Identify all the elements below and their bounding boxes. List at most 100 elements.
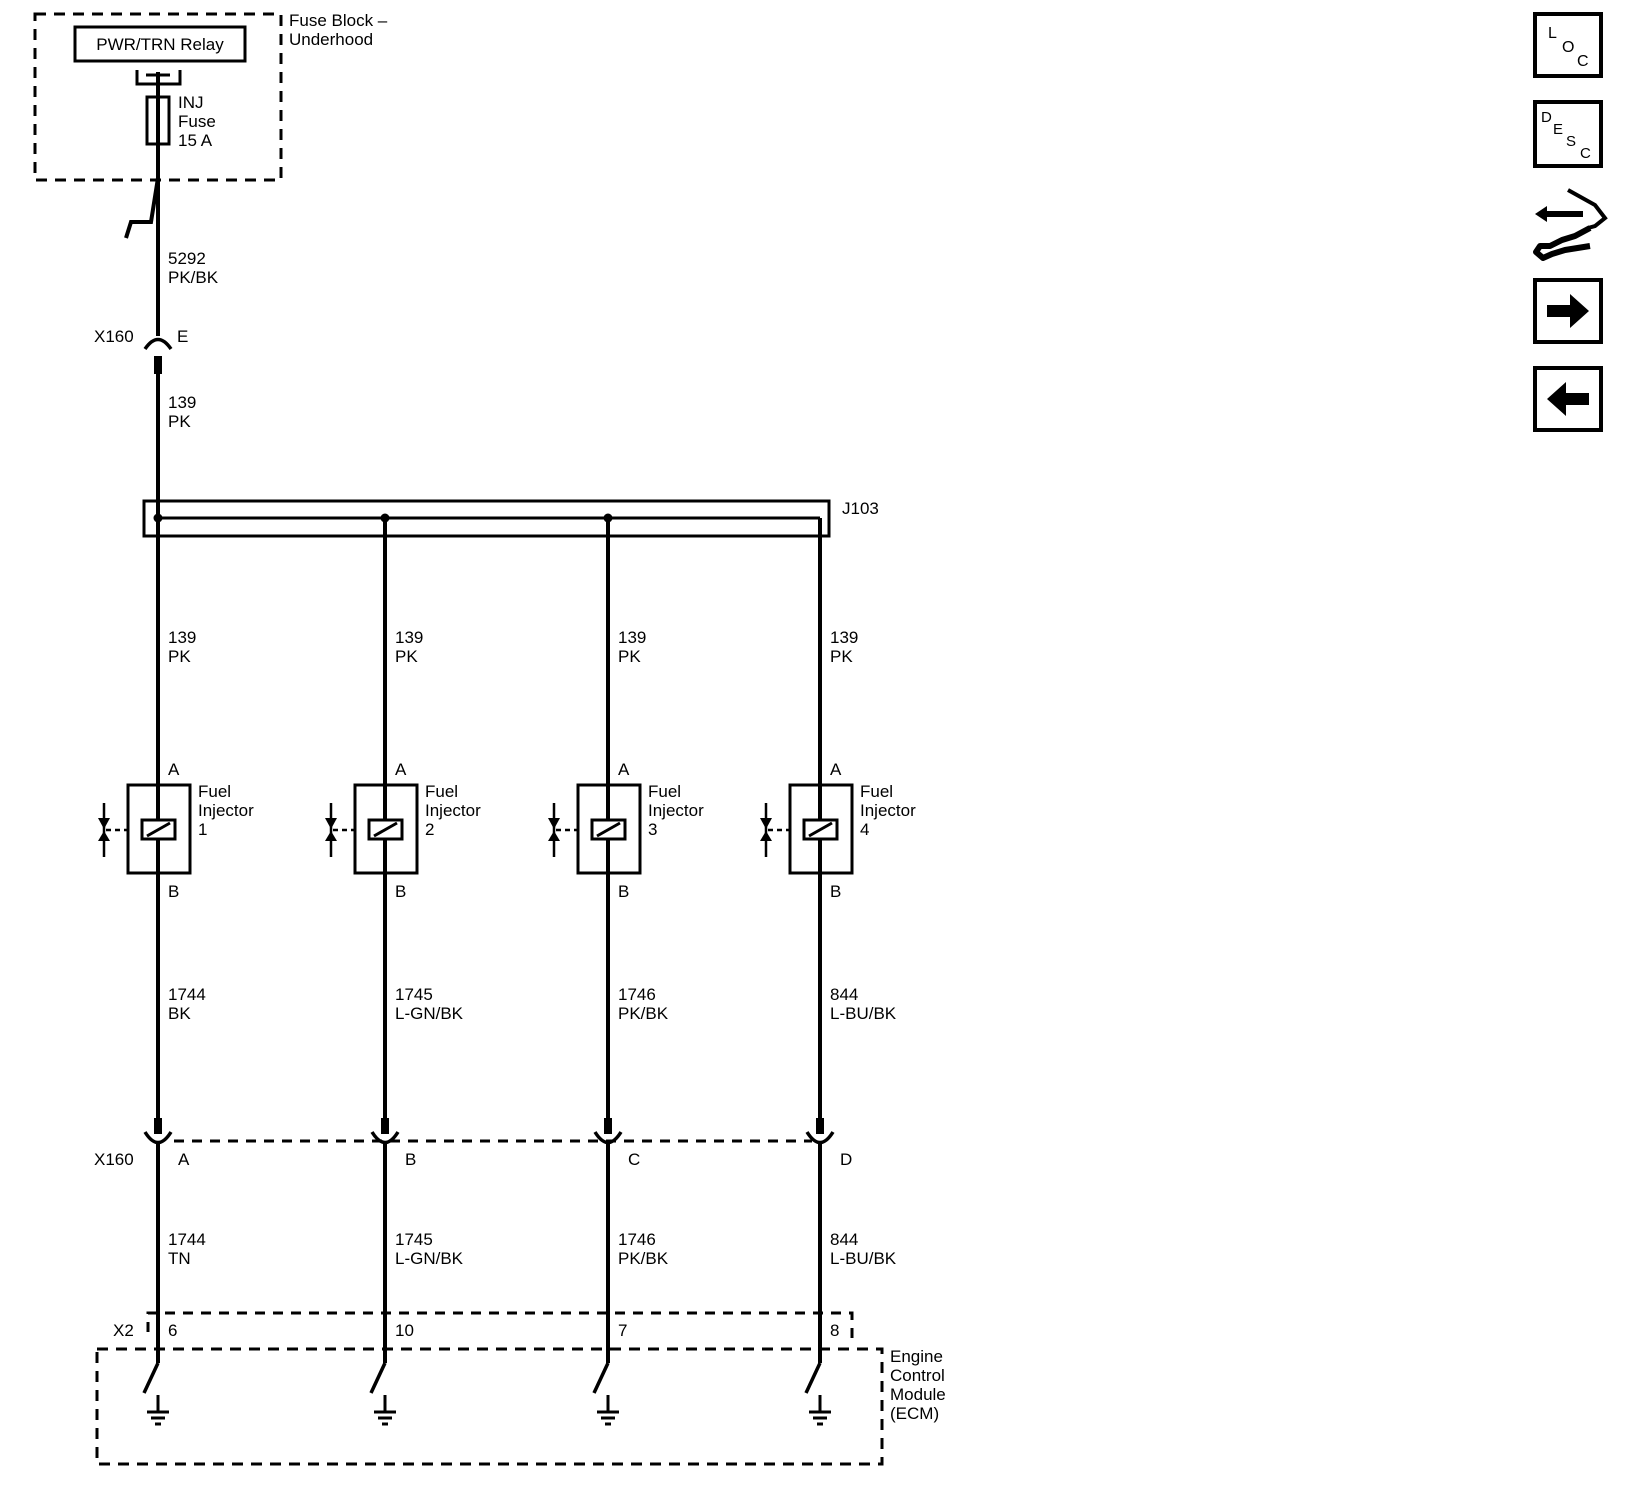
injector-1-pin-b: B (168, 882, 179, 901)
injector-column-2: 139PKABFuelInjector21745L-GN/BKB1745L-GN… (325, 518, 481, 1426)
ecm-outline (95, 1347, 884, 1466)
wire-top-circuit-4: 139 (830, 628, 858, 647)
loc-button-frame (1533, 12, 1603, 78)
injector-2-coil-diagonal (373, 821, 398, 838)
ecm-switch-1 (142, 1362, 160, 1394)
injector-1-coil-diagonal (146, 821, 171, 838)
wire-low-circuit-1: 1744 (168, 1230, 206, 1249)
injector-3-pin-a: A (618, 760, 630, 779)
x160-2-female (370, 1131, 400, 1145)
injector-2-number: 2 (425, 820, 434, 839)
injector-2-valve-arrow-down (325, 818, 337, 829)
injector-3-number: 3 (648, 820, 657, 839)
ecm-name-2: Control (890, 1366, 945, 1385)
ecm-x2-label: X2 (113, 1321, 134, 1340)
injector-column-4: 139PKABFuelInjector4844L-BU/BKD844L-BU/B… (760, 518, 916, 1426)
ground-icon-2 (374, 1410, 396, 1426)
x160-4-male (816, 1118, 824, 1134)
wire-top-circuit-3: 139 (618, 628, 646, 647)
wire-low-color-1: TN (168, 1249, 191, 1268)
wire-mid-circuit-4: 844 (830, 985, 858, 1004)
fuse-block-title-2: Underhood (289, 30, 373, 49)
previous-button-frame (1533, 366, 1603, 432)
x160-connector-e: X160 E (94, 327, 188, 374)
ecm-pin-2: 10 (395, 1321, 414, 1340)
injector-1-name-1: Fuel (198, 782, 231, 801)
wire-mid-circuit-3: 1746 (618, 985, 656, 1004)
j103-splice-pack: J103 (142, 499, 879, 538)
desc-button-frame (1533, 100, 1603, 168)
injector-4-valve-arrow-down (760, 818, 772, 829)
connector-repair-icon (1533, 188, 1608, 261)
x160-top-pin: E (177, 327, 188, 346)
injector-3-name-2: Injector (648, 801, 704, 820)
inj-fuse-label-1: INJ (178, 93, 204, 112)
x160-pin-4: D (840, 1150, 852, 1169)
injector-4-name-1: Fuel (860, 782, 893, 801)
injector-3-coil-diagonal (596, 821, 621, 838)
injector-2-valve-arrow-up (325, 831, 337, 841)
ecm-pin-4: 8 (830, 1321, 839, 1340)
splice-feed-color: PK (168, 412, 191, 431)
ground-icon-4 (809, 1410, 831, 1426)
injector-1-name-2: Injector (198, 801, 254, 820)
x160-top-label: X160 (94, 327, 134, 346)
injector-3-valve-arrow-up (548, 831, 560, 841)
next-button[interactable] (1533, 278, 1603, 344)
wire-mid-color-1: BK (168, 1004, 191, 1023)
injector-2-name-2: Injector (425, 801, 481, 820)
loc-button[interactable]: L O C (1533, 12, 1603, 78)
wiring-repair-button[interactable] (1533, 188, 1608, 261)
injector-columns: 139PKABFuelInjector11744BKA1744TN6139PKA… (98, 518, 916, 1426)
x160-4-female (805, 1131, 835, 1145)
wire-low-circuit-2: 1745 (395, 1230, 433, 1249)
wire-top-circuit-1: 139 (168, 628, 196, 647)
previous-button[interactable] (1533, 366, 1603, 432)
wire-mid-circuit-1: 1744 (168, 985, 206, 1004)
pwr-trn-relay-box (73, 25, 247, 63)
loc-letter-c: C (1577, 53, 1589, 70)
x160-pin-2: B (405, 1150, 416, 1169)
wire-top-color-1: PK (168, 647, 191, 666)
x160-pin-1: A (178, 1150, 190, 1169)
desc-letter-e: E (1553, 121, 1563, 138)
x160-e-male (154, 356, 162, 374)
ecm-name-1: Engine (890, 1347, 943, 1366)
inj-fuse-label-2: Fuse (178, 112, 216, 131)
injector-2-pin-a: A (395, 760, 407, 779)
wire-top-color-3: PK (618, 647, 641, 666)
j103-outline (142, 499, 831, 538)
x160-3-male (604, 1118, 612, 1134)
feed-wire-circuit: 5292 (168, 249, 206, 268)
injector-2-name-1: Fuel (425, 782, 458, 801)
injector-3-pin-b: B (618, 882, 629, 901)
feed-wire-color: PK/BK (168, 268, 219, 287)
wire-low-color-4: L-BU/BK (830, 1249, 897, 1268)
wire-mid-circuit-2: 1745 (395, 985, 433, 1004)
ground-icon-1 (147, 1410, 169, 1426)
desc-button[interactable]: D E S C (1533, 100, 1603, 168)
injector-4-pin-a: A (830, 760, 842, 779)
x160-1-female (143, 1131, 173, 1145)
pwr-trn-relay-label: PWR/TRN Relay (96, 35, 224, 54)
wire-low-color-3: PK/BK (618, 1249, 669, 1268)
x160-2-male (381, 1118, 389, 1134)
ecm-pin-1: 6 (168, 1321, 177, 1340)
wire-mid-color-4: L-BU/BK (830, 1004, 897, 1023)
ecm-pin-3: 7 (618, 1321, 627, 1340)
splice-feed-circuit: 139 (168, 393, 196, 412)
loc-letter-o: O (1562, 39, 1574, 56)
engine-control-module: X2 Engine Control Module (ECM) (95, 1311, 946, 1466)
injector-1-number: 1 (198, 820, 207, 839)
desc-letter-d: D (1541, 109, 1552, 126)
injector-3-name-1: Fuel (648, 782, 681, 801)
ecm-name-3: Module (890, 1385, 946, 1404)
ecm-name-4: (ECM) (890, 1404, 939, 1423)
ecm-switch-3 (592, 1362, 610, 1394)
ecm-x2-connector-shell (146, 1311, 854, 1340)
wire-mid-color-2: L-GN/BK (395, 1004, 464, 1023)
injector-4-valve-arrow-up (760, 831, 772, 841)
